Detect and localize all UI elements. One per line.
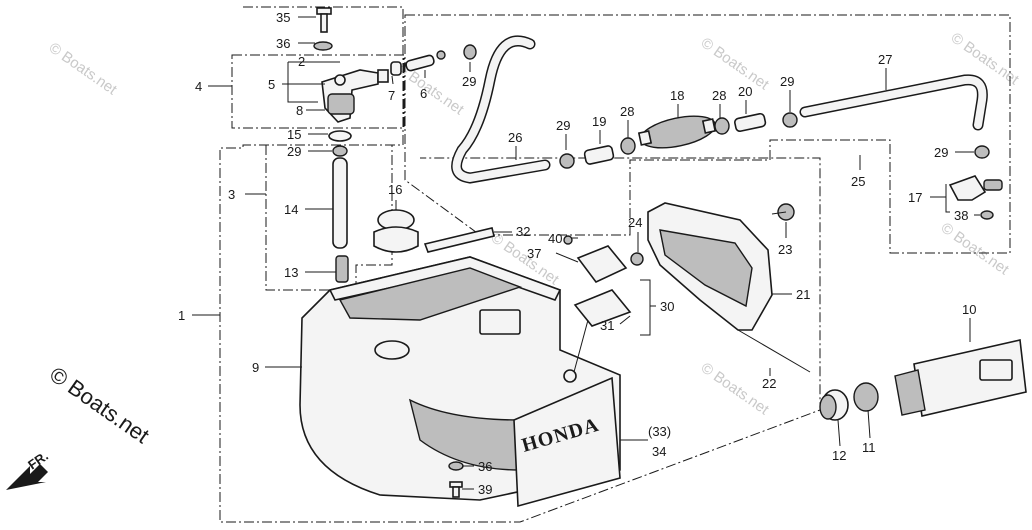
part-labels: 35 36 4 2 5 8 7 6 29 15 29 3 14 13 1 9 1…: [178, 10, 976, 497]
label-29: 29: [462, 74, 476, 89]
joint-6-icon: [405, 50, 446, 72]
float-arm-icon: [573, 319, 589, 373]
label-16: 16: [388, 182, 402, 197]
fuel-joint-icon: [321, 69, 389, 123]
watermark-logo-text: © Boats.net: [45, 362, 154, 449]
filler-cap-16-icon: [373, 209, 419, 253]
label-31: 31: [600, 318, 614, 333]
label-35: 35: [276, 10, 290, 25]
leader-lines: [192, 16, 980, 490]
cap-12-icon: [819, 389, 849, 421]
grommet-24-icon: [630, 252, 644, 266]
label-2: 2: [298, 54, 305, 69]
knob-23-icon: [771, 203, 795, 221]
label-27: 27: [878, 52, 892, 67]
label-21: 21: [796, 287, 810, 302]
honda-decal-icon: HONDA: [513, 376, 621, 508]
label-26: 26: [508, 130, 522, 145]
label-7: 7: [388, 88, 395, 103]
label-29: 29: [287, 144, 301, 159]
label-29: 29: [934, 145, 948, 160]
label-4: 4: [195, 79, 202, 94]
clip-7-icon: [390, 61, 402, 76]
label-9: 9: [252, 360, 259, 375]
label-6: 6: [420, 86, 427, 101]
label-29: 29: [780, 74, 794, 89]
label-1: 1: [178, 308, 185, 323]
bracket-30: [640, 279, 651, 336]
label-5: 5: [268, 77, 275, 92]
bolt-39-icon: [449, 481, 463, 498]
label-11: 11: [862, 440, 876, 455]
label-36: 36: [478, 459, 492, 474]
label-22: 22: [762, 376, 776, 391]
washer-36-icon: [313, 41, 333, 51]
parts-layer: HONDA: [6, 7, 1027, 508]
label-20: 20: [738, 84, 752, 99]
gauge-plate-37-icon: [576, 245, 628, 283]
label-10: 10: [962, 302, 976, 317]
label-38: 38: [954, 208, 968, 223]
label-3: 3: [228, 187, 235, 202]
label-17: 17: [908, 190, 922, 205]
outline-primer-hose: [404, 14, 1011, 254]
clip-28b-icon: [714, 117, 730, 135]
hose-26-icon: [451, 35, 551, 184]
rod-22-icon: [737, 329, 811, 373]
label-8: 8: [296, 103, 303, 118]
label-36: 36: [276, 36, 290, 51]
clip-28a-icon: [620, 137, 636, 155]
label-14: 14: [284, 202, 298, 217]
oring-11-icon: [853, 382, 879, 412]
label-24: 24: [628, 215, 642, 230]
outline-box-4: [231, 54, 405, 129]
screw-40-icon: [563, 235, 573, 245]
joint-20-icon: [734, 112, 767, 133]
float-icon: [563, 369, 577, 383]
packing-15-icon: [328, 130, 352, 142]
label-29: 29: [556, 118, 570, 133]
label-28: 28: [620, 104, 634, 119]
label-28: 28: [712, 88, 726, 103]
primer-bulb-18-icon: [637, 115, 717, 149]
label-30: 30: [660, 299, 674, 314]
label-33: (33): [648, 424, 671, 439]
watermark-text: © Boats.net: [938, 219, 1013, 278]
label-15: 15: [287, 127, 301, 142]
outline-main: [219, 6, 821, 523]
strap-32-icon: [423, 227, 495, 253]
clip-29f-icon: [974, 145, 990, 159]
label-19: 19: [592, 114, 606, 129]
hose-27-icon: [799, 74, 988, 131]
label-34: 34: [652, 444, 666, 459]
washer-36b-icon: [448, 461, 464, 471]
label-32: 32: [516, 224, 530, 239]
oring-38-icon: [980, 210, 994, 220]
connector-10-icon: [894, 339, 1027, 417]
label-23: 23: [778, 242, 792, 257]
clip-29-icon: [332, 145, 348, 157]
watermark-text: © Boats.net: [46, 39, 121, 98]
front-arrow-icon: FR.: [6, 448, 51, 490]
strainer-13-icon: [335, 255, 349, 283]
label-37: 37: [527, 246, 541, 261]
label-40: 40: [548, 231, 562, 246]
label-12: 12: [832, 448, 846, 463]
gasket-31-icon: [573, 289, 632, 327]
label-25: 25: [851, 174, 865, 189]
watermark-text: © Boats.net: [698, 34, 773, 93]
label-13: 13: [284, 265, 298, 280]
label-39: 39: [478, 482, 492, 497]
cover-21-icon: [647, 202, 773, 331]
clip-29e-icon: [782, 112, 798, 128]
clip-29d-icon: [559, 153, 575, 169]
tube-14-icon: [332, 157, 348, 249]
clip-29c-icon: [463, 44, 477, 60]
label-18: 18: [670, 88, 684, 103]
connector-17-icon: [948, 175, 1003, 201]
bolt-35-icon: [316, 7, 332, 33]
joint-19-icon: [583, 145, 615, 165]
